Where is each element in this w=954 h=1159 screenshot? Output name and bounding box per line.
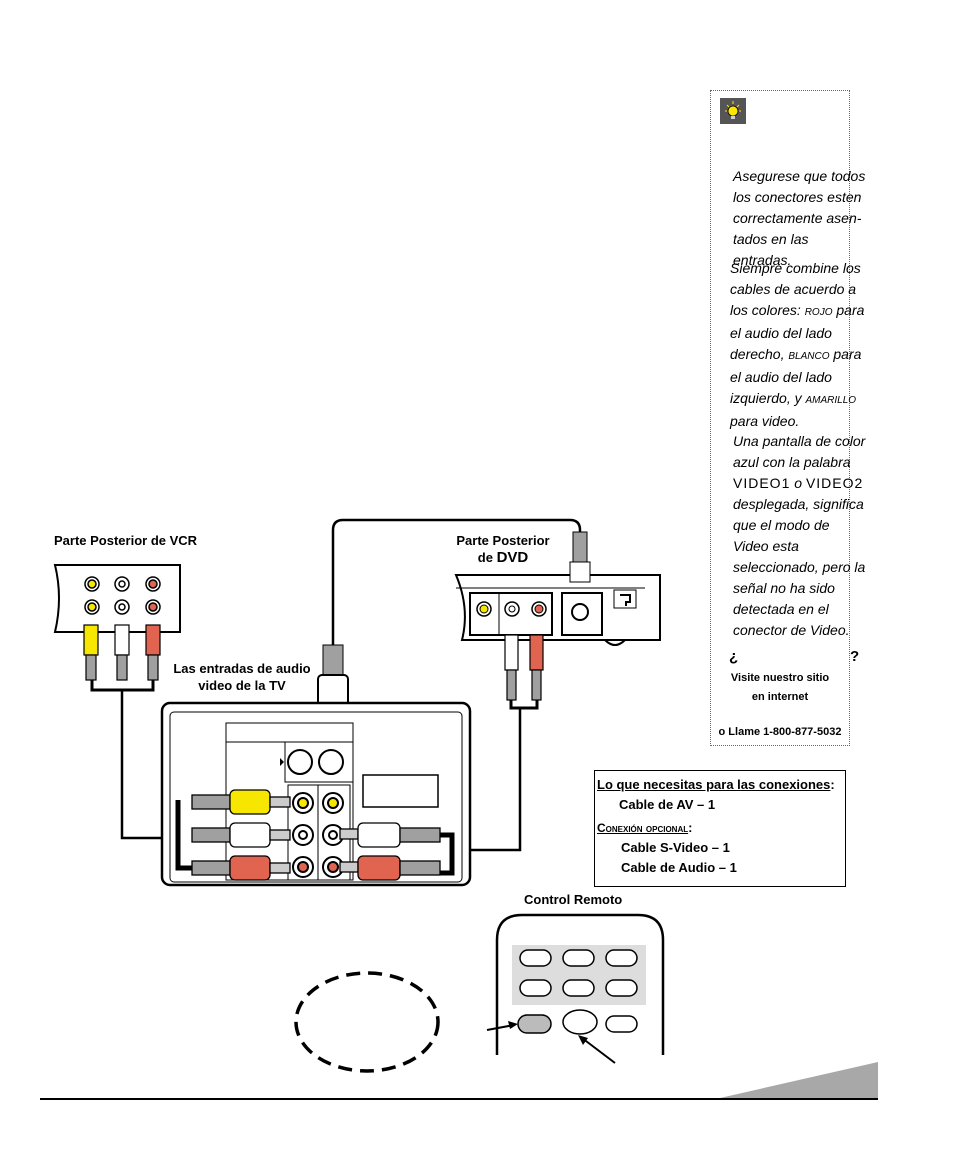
tip-box xyxy=(710,90,850,746)
vcr-panel xyxy=(53,564,181,633)
vcr-label: Parte Posterior de VCR xyxy=(54,533,198,548)
page-corner-tab xyxy=(720,1062,878,1098)
dvd-label: Parte Posterior de DVD xyxy=(456,533,550,566)
tip-paragraph-3: Una pantalla de color azul con la palabr… xyxy=(733,433,866,638)
audio-cable: Cable de Audio – 1 xyxy=(621,860,737,875)
dvd-panel xyxy=(454,574,661,646)
phone-text: o Llame 1-800-877-5032 xyxy=(718,726,842,738)
av-cable: Cable de AV – 1 xyxy=(619,797,716,812)
tv-back-panel xyxy=(160,701,472,887)
remote-control xyxy=(495,913,665,1055)
requirements-box: Lo que necesitas para las conexiones: Ca… xyxy=(594,770,846,887)
lightbulb-icon xyxy=(720,98,746,124)
tip-paragraph-1: Asegurese que todos los conectores esten… xyxy=(733,168,866,268)
question-close: ? xyxy=(850,648,860,665)
remote-label: Control Remoto xyxy=(524,892,623,907)
question-open: ¿ xyxy=(729,648,739,665)
screen-callout xyxy=(294,971,440,1073)
svideo-cable: Cable S-Video – 1 xyxy=(621,840,730,855)
tip-paragraph-2: Siempre combine los cables de acuerdo a … xyxy=(730,260,865,429)
footer-rule xyxy=(40,1098,878,1100)
